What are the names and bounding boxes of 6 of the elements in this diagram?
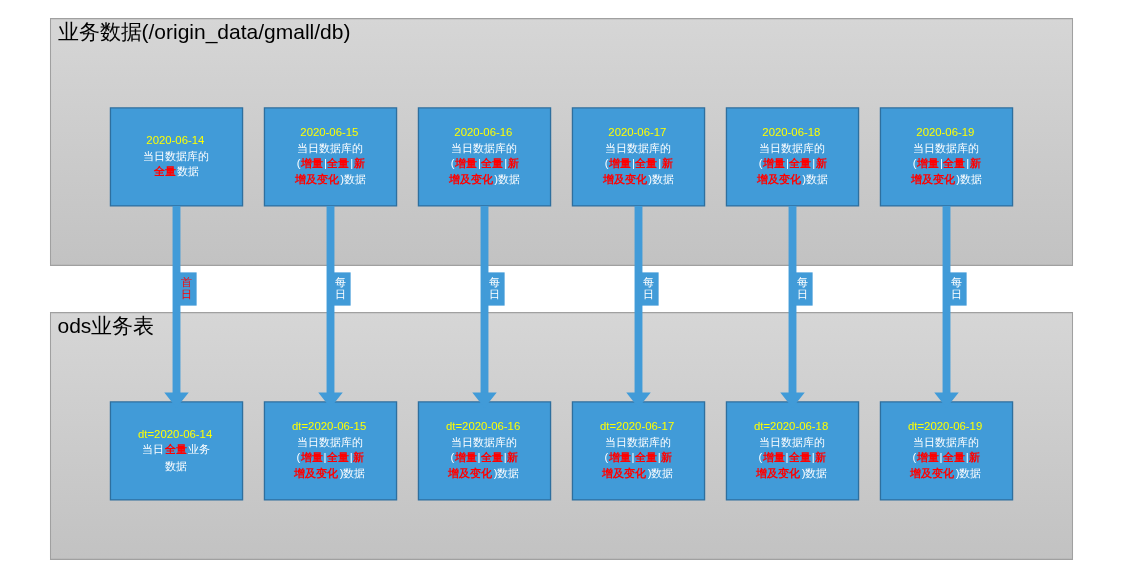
edge-label: 每日 bbox=[334, 275, 346, 301]
edge-label: 每日 bbox=[642, 275, 654, 301]
edge-label: 首日 bbox=[180, 275, 192, 301]
edge-label: 每日 bbox=[950, 275, 962, 301]
edge-label: 每日 bbox=[488, 275, 500, 301]
edge-label: 每日 bbox=[796, 275, 808, 301]
